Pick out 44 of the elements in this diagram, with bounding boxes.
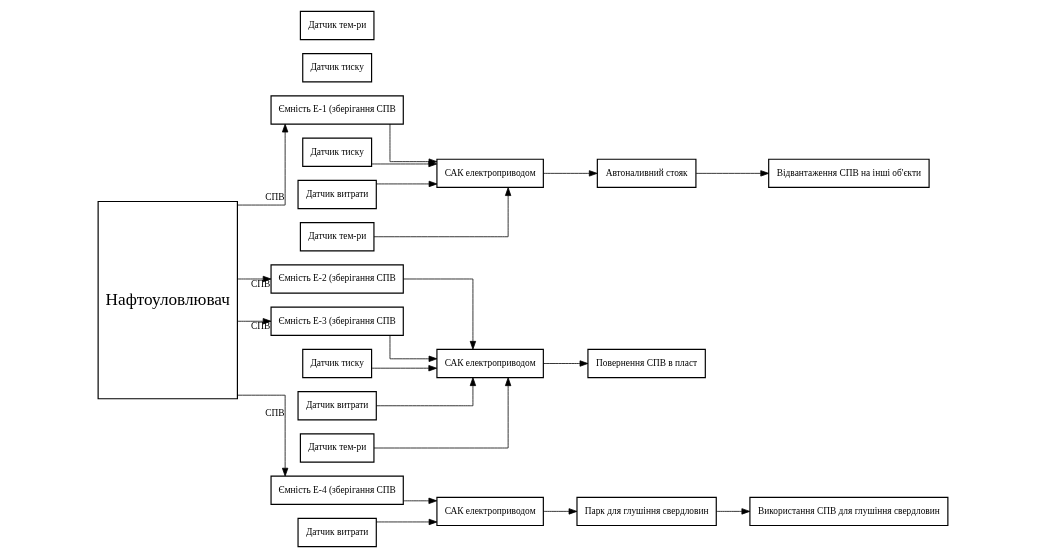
node-box: Ємність Е-4 (зберігання СПВ [270,475,404,505]
node-box: Використання СПВ для глушіння свердловин [749,496,949,527]
node-box: Датчик витрати [297,517,377,548]
node-box: Датчик тем-ри [299,10,375,41]
node-box: Датчик тем-ри [299,222,375,252]
node-box: Автоналивний стояк [596,158,697,189]
node-box: Парк для глушіння свердловин [576,496,717,527]
arrow [373,377,512,449]
arrow [716,508,751,515]
node-box: САК електроприводом [436,348,544,379]
node-box: САК електроприводом [436,496,544,527]
arrow [389,335,438,362]
arrow [373,187,512,238]
arrow [376,377,477,407]
arrow [237,394,289,477]
arrow [371,365,438,372]
node-box: САК електроприводом [436,158,544,189]
arrow [375,518,438,526]
node-box: Датчик тем-ри [299,433,375,463]
node-box: Ємність Е-3 (зберігання СПВ [270,306,404,336]
edge-label: СПВ [265,407,285,418]
node-box: Датчик витрати [297,179,377,210]
node-box: Датчик тиску [302,137,373,167]
node-box: Датчик витрати [297,391,377,421]
node-box: Ємність Е-2 (зберігання СПВ [270,264,404,294]
arrow [543,360,589,367]
arrow [543,508,578,515]
arrow [237,318,272,325]
arrow [695,170,769,177]
arrow [403,278,477,350]
arrow [375,180,438,188]
edge-label: СПВ [250,320,271,331]
arrow [237,275,272,283]
node-box: Повернення СПВ в пласт [587,348,706,379]
node-box: Датчик тиску [302,348,373,379]
node-box: Відвантаження СПВ на інші об'єкти [768,158,930,189]
node-box: Датчик тиску [302,53,373,83]
node-box: Ємність Е-1 (зберігання СПВ [270,95,404,125]
arrow [237,123,289,206]
node-box: Нафтоуловлювач [97,200,238,400]
edge-label: СПВ [265,191,285,202]
arrow [403,497,438,504]
edge-label: СПВ [250,278,271,289]
arrow [543,170,598,177]
